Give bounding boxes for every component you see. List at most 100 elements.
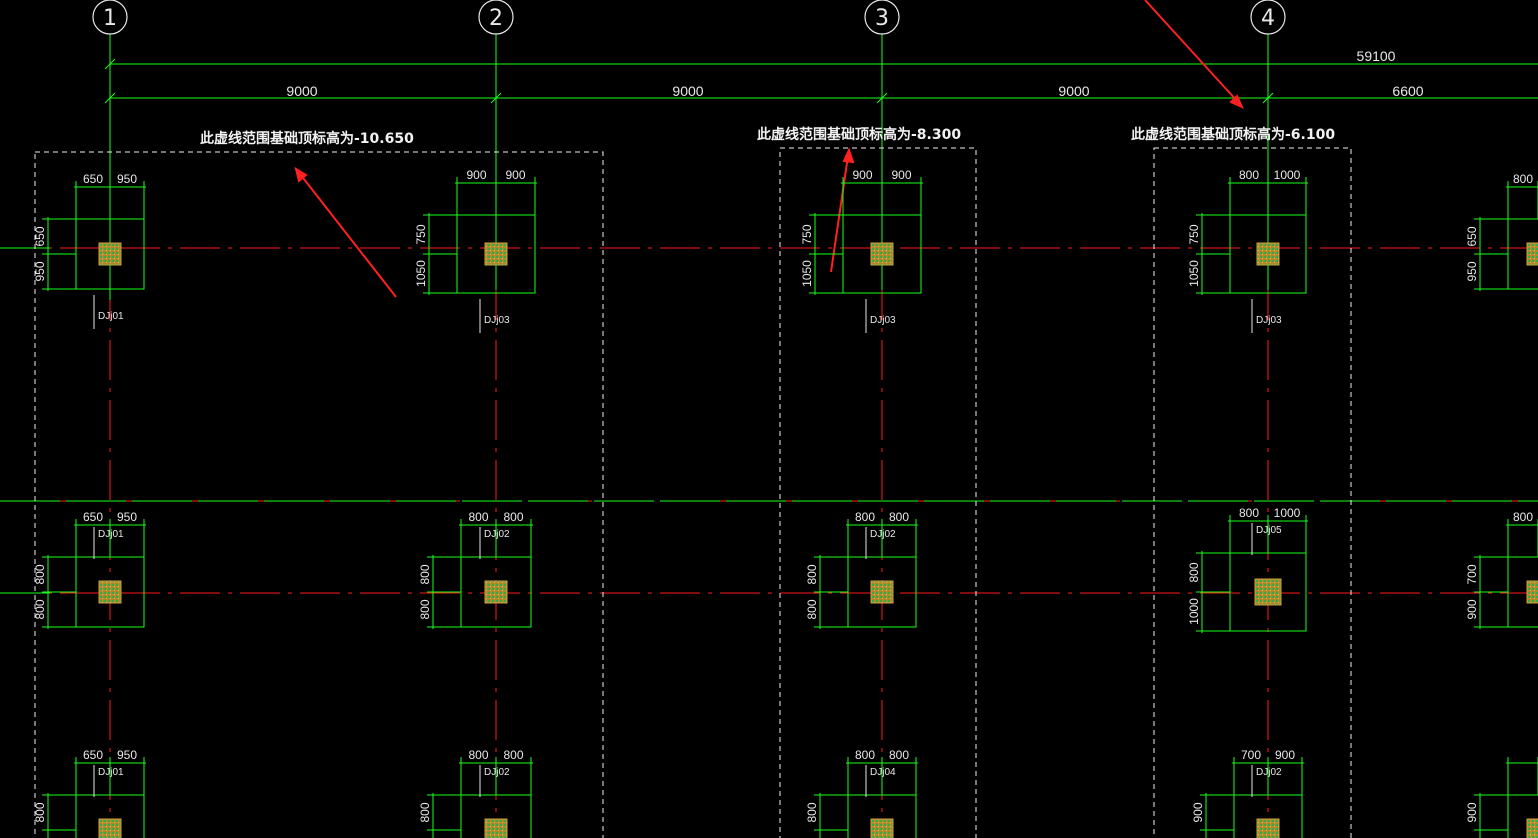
dim-side-bottom: 800 [805,599,819,619]
dim-side-top: 750 [1187,224,1201,244]
column [98,818,122,838]
dim-top-right: 950 [117,172,137,186]
column [1526,242,1538,266]
axis-bubble-circle [478,0,514,35]
dim-side-bottom: 1050 [414,260,428,287]
axis-bubble-1: 1 [92,0,128,35]
dim-side-top: 800 [33,802,47,822]
dim-side-top: 800 [33,564,47,584]
dim-top-left: 800 [1239,506,1259,520]
dim-top-left: 800 [855,748,875,762]
column [1254,578,1282,606]
axis-label-1: 1 [103,6,117,31]
dim-top-left: 800 [468,748,488,762]
note-elevation-8300: 此虚线范围基础顶标高为-8.300 [757,126,961,143]
note-elevation-6100: 此虚线范围基础顶标高为-6.100 [1131,126,1335,143]
column [484,242,508,266]
grid-lines-vertical [109,100,1269,838]
footing-tag: DJj02 [484,767,510,778]
leader-arrows [294,0,1245,298]
dimension-span-1: 9000 [286,83,317,99]
dim-side-bottom: 1050 [1187,260,1201,287]
dim-side-top: 800 [418,564,432,584]
dim-top-right: 1000 [1274,168,1301,182]
footing-tag: DJj02 [870,529,896,540]
dashed-regions [34,147,1352,838]
dim-side-bottom: 1050 [800,260,814,287]
dim-side-bottom: 800 [418,599,432,619]
footing-tag: DJj01 [98,529,124,540]
dim-side-top: 900 [1191,802,1205,822]
footing-tag: DJj04 [870,767,896,778]
dim-top-right: 900 [505,168,525,182]
column [870,580,894,604]
dim-top-right: 800 [889,510,909,524]
dim-side-top: 800 [805,802,819,822]
dim-side-bottom: 950 [1465,261,1479,281]
dim-top-left: 650 [83,510,103,524]
dim-top-left: 800 [1513,510,1533,524]
dim-side-top: 800 [805,564,819,584]
dim-top-right: 800 [503,510,523,524]
grid-lines-horizontal [0,247,1538,594]
column [1256,242,1280,266]
dimension-span-4: 6600 [1392,83,1423,99]
dim-side-bottom: 950 [33,261,47,281]
dim-side-top: 800 [418,802,432,822]
axis-bubble-circle [92,0,128,35]
column [98,242,122,266]
column [484,580,508,604]
dim-side-top: 900 [1465,802,1479,822]
dim-side-bottom: 800 [33,599,47,619]
dim-side-top: 700 [1465,564,1479,584]
dim-top-left: 650 [83,172,103,186]
dim-top-left: 900 [466,168,486,182]
column [1256,818,1280,838]
footing-tag: DJj01 [98,767,124,778]
axis-bubble-3: 3 [864,0,900,35]
dim-top-right: 1000 [1274,506,1301,520]
dimension-span-2: 9000 [672,83,703,99]
dim-side-top: 750 [800,224,814,244]
dimension-lines [104,58,1538,104]
footing: 800 650 950 [1465,172,1538,291]
dim-top-left: 650 [83,748,103,762]
column [484,818,508,838]
dim-top-left: 800 [855,510,875,524]
axis-bubble-4: 4 [1250,0,1286,35]
footing-tag: DJj03 [484,315,510,326]
column [1526,818,1538,838]
dim-side-bottom: 1000 [1187,598,1201,625]
footing-tag: DJj03 [870,315,896,326]
footing-tag: DJj03 [1256,315,1282,326]
axis-bubble-circle [1250,0,1286,35]
region-elevation-6100 [1153,147,1352,838]
dimension-span-3: 9000 [1058,83,1089,99]
dim-side-top: 650 [33,226,47,246]
axis-label-2: 2 [489,6,503,31]
column [98,580,122,604]
dim-top-right: 800 [503,748,523,762]
footing-tag: DJj05 [1256,525,1282,536]
axis-label-3: 3 [875,6,889,31]
dim-top-left: 800 [1513,172,1533,186]
dim-top-left: 700 [1241,748,1261,762]
dim-side-top: 650 [1465,226,1479,246]
dim-top-right: 900 [1275,748,1295,762]
axis-bubbles: 1 2 3 4 [92,0,1286,35]
dim-side-bottom: 900 [1465,599,1479,619]
dim-side-top: 750 [414,224,428,244]
dim-top-right: 900 [891,168,911,182]
dim-top-left: 900 [852,168,872,182]
column [1526,580,1538,604]
footing-tag: DJj02 [1256,767,1282,778]
